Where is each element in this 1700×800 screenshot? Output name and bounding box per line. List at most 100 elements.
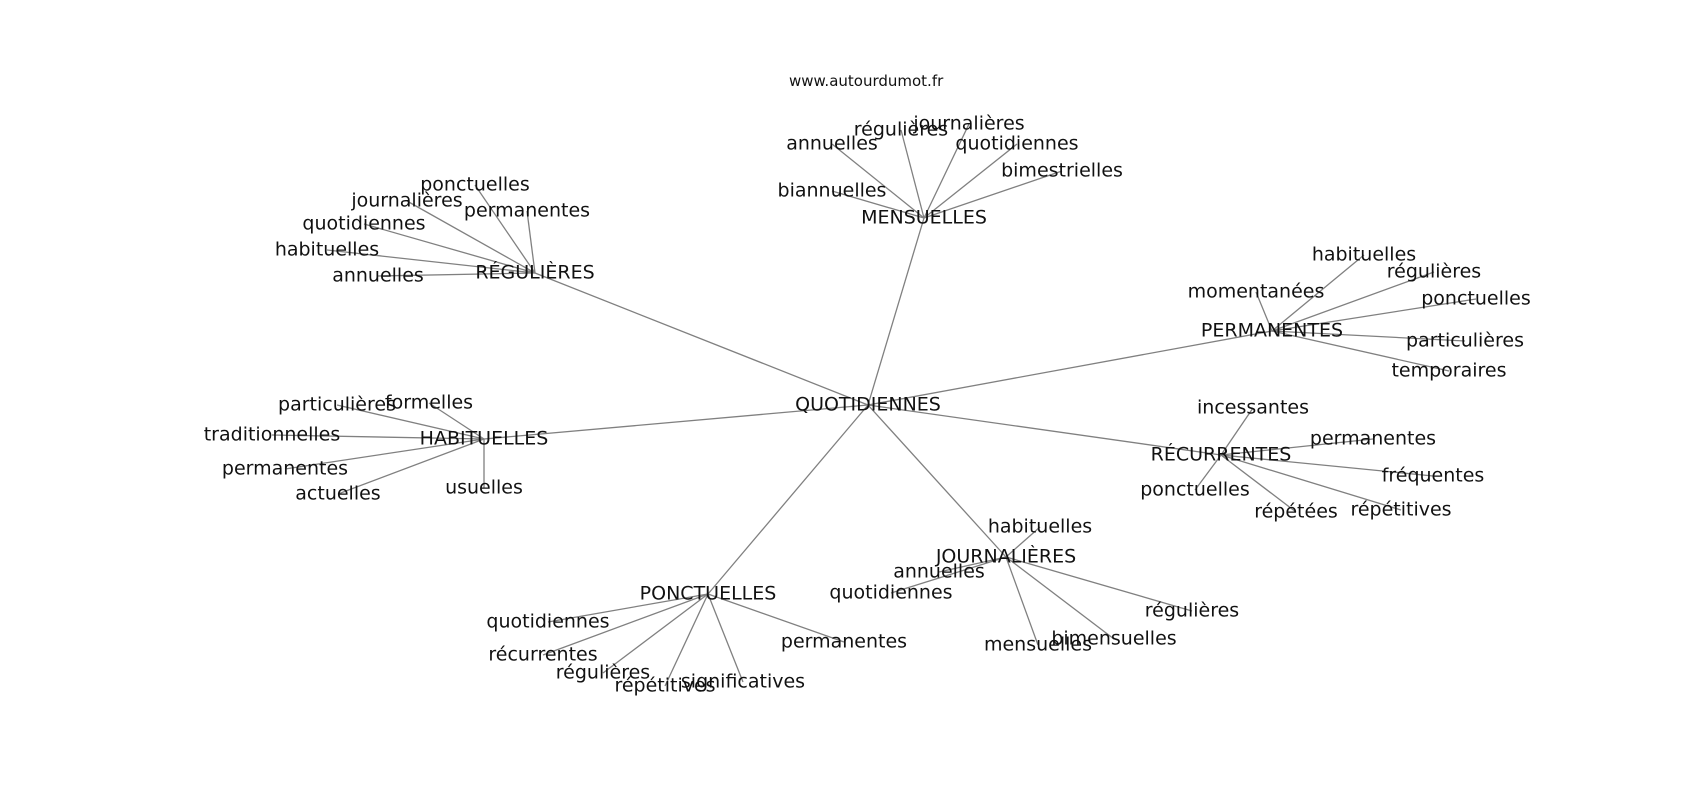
edge-recurrentes-3 xyxy=(1194,454,1222,491)
edge-permanentes-1 xyxy=(1271,271,1435,332)
edge-mensuelles-5 xyxy=(923,170,1063,219)
leaf-node-regulieres-4[interactable]: habituelles xyxy=(275,239,379,261)
edge-regulieres-2 xyxy=(526,210,536,274)
leaf-node-habituelles-4[interactable]: actuelles xyxy=(295,483,380,505)
edge-journalieres-0 xyxy=(1005,526,1041,558)
edge-habituelles-1 xyxy=(428,402,485,440)
edge-center-recurrentes xyxy=(867,404,1222,456)
edge-permanentes-2 xyxy=(1255,291,1273,332)
leaf-node-permanentes-3[interactable]: ponctuelles xyxy=(1421,288,1531,310)
leaf-node-recurrentes-5[interactable]: répétitives xyxy=(1350,499,1451,521)
source-watermark: www.autourdumot.fr xyxy=(789,72,944,90)
leaf-node-ponctuelles-1[interactable]: récurrentes xyxy=(488,644,597,666)
leaf-node-mensuelles-3[interactable]: quotidiennes xyxy=(955,133,1078,155)
leaf-node-recurrentes-4[interactable]: répétées xyxy=(1254,501,1338,523)
edge-permanentes-5 xyxy=(1271,330,1450,372)
edge-center-journalieres xyxy=(867,404,1007,558)
leaf-node-habituelles-3[interactable]: permanentes xyxy=(222,458,348,480)
edge-recurrentes-4 xyxy=(1220,454,1297,513)
leaf-node-permanentes-0[interactable]: habituelles xyxy=(1312,244,1416,266)
leaf-node-regulieres-2[interactable]: permanentes xyxy=(464,200,590,222)
leaf-node-mensuelles-4[interactable]: biannuelles xyxy=(778,180,887,202)
edge-regulieres-1 xyxy=(406,200,536,274)
edge-regulieres-4 xyxy=(326,249,536,274)
edge-journalieres-4 xyxy=(1005,556,1115,640)
leaf-node-ponctuelles-2[interactable]: régulières xyxy=(556,662,650,684)
edge-habituelles-0 xyxy=(336,404,485,440)
leaf-node-regulieres-0[interactable]: ponctuelles xyxy=(420,174,530,196)
leaf-node-permanentes-1[interactable]: régulières xyxy=(1387,261,1481,283)
edge-center-mensuelles xyxy=(867,217,925,406)
leaf-node-journalieres-5[interactable]: mensuelles xyxy=(984,634,1092,656)
graph-labels: QUOTIDIENNESMENSUELLESannuellesrégulière… xyxy=(204,113,1531,697)
edge-mensuelles-0 xyxy=(831,143,925,219)
hub-node-permanentes[interactable]: PERMANENTES xyxy=(1201,320,1343,342)
edge-ponctuelles-2 xyxy=(602,593,709,674)
leaf-node-regulieres-5[interactable]: annuelles xyxy=(332,265,424,287)
edge-recurrentes-5 xyxy=(1220,454,1402,511)
edge-journalieres-3 xyxy=(1005,556,1193,612)
edge-mensuelles-4 xyxy=(831,190,925,219)
edge-ponctuelles-0 xyxy=(547,593,709,623)
leaf-node-recurrentes-3[interactable]: ponctuelles xyxy=(1140,479,1250,501)
leaf-node-permanentes-2[interactable]: momentanées xyxy=(1188,281,1325,303)
edge-habituelles-3 xyxy=(284,438,485,470)
leaf-node-recurrentes-2[interactable]: fréquentes xyxy=(1382,465,1485,487)
leaf-node-mensuelles-5[interactable]: bimestrielles xyxy=(1001,160,1123,182)
edge-habituelles-2 xyxy=(271,434,485,440)
leaf-node-journalieres-1[interactable]: annuelles xyxy=(893,561,985,583)
leaf-node-journalieres-2[interactable]: quotidiennes xyxy=(829,582,952,604)
edge-recurrentes-2 xyxy=(1220,454,1434,477)
hub-node-habituelles[interactable]: HABITUELLES xyxy=(420,428,549,450)
edge-ponctuelles-1 xyxy=(542,593,709,656)
leaf-node-habituelles-1[interactable]: formelles xyxy=(385,392,473,414)
graph-edges xyxy=(271,123,1477,687)
leaf-node-permanentes-4[interactable]: particulières xyxy=(1406,330,1524,352)
leaf-node-habituelles-5[interactable]: usuelles xyxy=(445,477,523,499)
leaf-node-journalieres-0[interactable]: habituelles xyxy=(988,516,1092,538)
hub-node-journalieres[interactable]: JOURNALIÈRES xyxy=(935,545,1076,568)
leaf-node-ponctuelles-3[interactable]: répétitives xyxy=(614,675,715,697)
hub-node-recurrentes[interactable]: RÉCURRENTES xyxy=(1151,443,1292,466)
edge-center-regulieres xyxy=(534,272,869,406)
leaf-node-ponctuelles-5[interactable]: permanentes xyxy=(781,631,907,653)
edge-mensuelles-2 xyxy=(923,123,970,219)
leaf-node-habituelles-2[interactable]: traditionnelles xyxy=(204,424,341,446)
leaf-node-mensuelles-0[interactable]: annuelles xyxy=(786,133,878,155)
leaf-node-journalieres-3[interactable]: régulières xyxy=(1145,600,1239,622)
leaf-node-journalieres-4[interactable]: bimensuelles xyxy=(1051,628,1176,650)
leaf-node-ponctuelles-0[interactable]: quotidiennes xyxy=(486,611,609,633)
edge-habituelles-4 xyxy=(337,438,485,495)
leaf-node-mensuelles-1[interactable]: régulières xyxy=(854,119,948,141)
edge-journalieres-1 xyxy=(938,556,1007,573)
edge-mensuelles-3 xyxy=(923,143,1018,219)
leaf-node-permanentes-5[interactable]: temporaires xyxy=(1391,360,1506,382)
edge-permanentes-4 xyxy=(1271,330,1466,342)
leaf-node-regulieres-3[interactable]: quotidiennes xyxy=(302,213,425,235)
leaf-node-recurrentes-0[interactable]: incessantes xyxy=(1197,397,1309,419)
edge-recurrentes-0 xyxy=(1220,407,1254,456)
leaf-node-regulieres-1[interactable]: journalières xyxy=(350,190,462,212)
edge-mensuelles-1 xyxy=(900,129,925,219)
hub-node-regulieres[interactable]: RÉGULIÈRES xyxy=(475,261,594,284)
edge-journalieres-2 xyxy=(890,556,1007,594)
edge-permanentes-0 xyxy=(1271,254,1365,332)
leaf-node-recurrentes-1[interactable]: permanentes xyxy=(1310,428,1436,450)
edge-regulieres-0 xyxy=(474,184,536,274)
edge-regulieres-5 xyxy=(377,272,536,277)
leaf-node-mensuelles-2[interactable]: journalières xyxy=(912,113,1024,135)
edge-ponctuelles-4 xyxy=(707,593,744,683)
center-word-node[interactable]: QUOTIDIENNES xyxy=(795,394,941,416)
leaf-node-ponctuelles-4[interactable]: significatives xyxy=(681,671,805,693)
leaf-node-habituelles-0[interactable]: particulières xyxy=(278,394,396,416)
edge-center-permanentes xyxy=(867,330,1273,406)
edge-center-ponctuelles xyxy=(707,404,869,595)
edge-permanentes-3 xyxy=(1271,298,1477,332)
hub-node-mensuelles[interactable]: MENSUELLES xyxy=(861,207,987,229)
hub-node-ponctuelles[interactable]: PONCTUELLES xyxy=(640,583,777,605)
edge-ponctuelles-5 xyxy=(707,593,845,643)
edge-regulieres-3 xyxy=(363,223,536,274)
edge-center-habituelles xyxy=(483,404,869,440)
edge-journalieres-5 xyxy=(1005,556,1039,646)
